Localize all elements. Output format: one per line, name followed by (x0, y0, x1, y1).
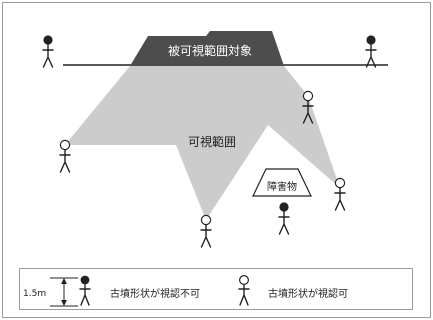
obstacle-shape (252, 168, 312, 197)
obstacle-label: 障害物 (267, 180, 297, 193)
legend-frame (19, 268, 413, 310)
figure-visible-right-upper (302, 90, 314, 124)
visible-area-label: 可視範囲 (188, 134, 236, 149)
legend: 1.5m 古墳形状が視認不可 古墳形状が視認可 (19, 268, 413, 310)
legend-visible-label: 古墳形状が視認可 (268, 287, 348, 300)
visible-area-region (65, 66, 340, 220)
figure-visible-bottom-center (200, 214, 212, 248)
legend-figure-not-visible (79, 275, 91, 306)
figure-not-visible-behind-obstacle (278, 202, 290, 235)
legend-figure-visible (238, 274, 250, 306)
figure-visible-left (59, 139, 71, 173)
diagram-frame (2, 2, 431, 318)
target-label: 被可視範囲対象 (168, 43, 252, 58)
figure-not-visible-top-right (365, 35, 377, 68)
legend-not-visible-label: 古墳形状が視認不可 (110, 287, 200, 300)
height-label: 1.5m (23, 289, 46, 299)
height-indicator (50, 277, 78, 307)
figure-visible-right-lower (334, 177, 346, 211)
target-mound-shape (130, 31, 284, 66)
figure-not-visible-top-left (42, 35, 54, 68)
